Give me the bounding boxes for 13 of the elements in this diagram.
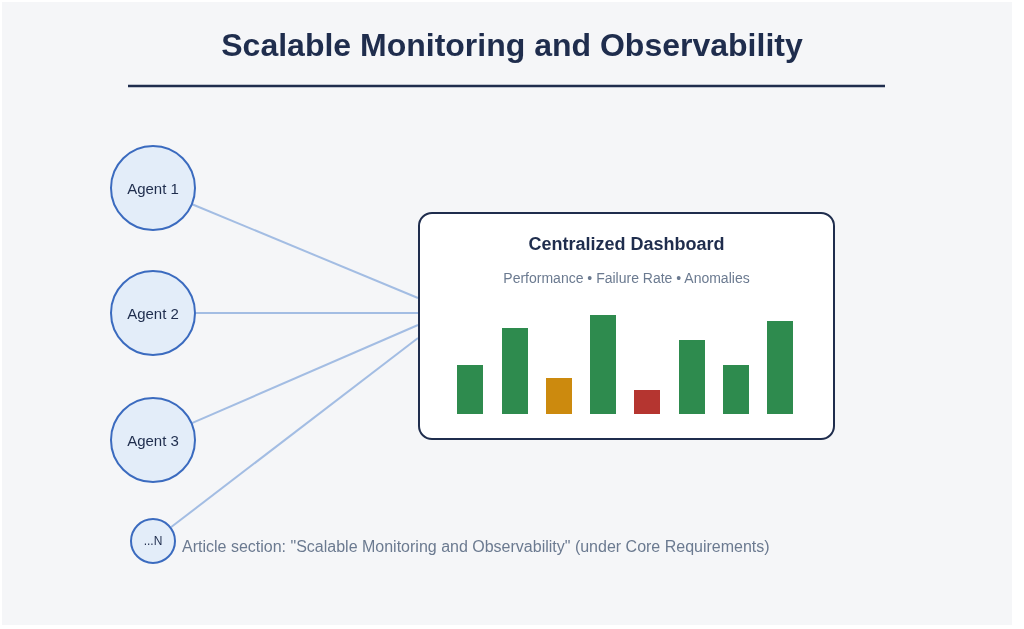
agent-label: Agent 3 [127,431,179,449]
connector-line [195,312,419,314]
connector-line [170,337,419,528]
connector-line [191,324,419,424]
connector-line [191,203,419,299]
dashboard-heading: Centralized Dashboard [528,234,725,254]
dashboard-panel [418,212,835,440]
metrics-subtitle: Performance • Failure Rate • Anomalies [503,270,750,286]
agent-label: Agent 1 [127,179,179,197]
agent-label: Agent 2 [127,304,179,322]
caption: Article section: "Scalable Monitoring and Observability" (under Core Requirements) [182,538,770,556]
agent-label: ...N [143,534,163,548]
title: Scalable Monitoring and Observability [221,27,803,63]
